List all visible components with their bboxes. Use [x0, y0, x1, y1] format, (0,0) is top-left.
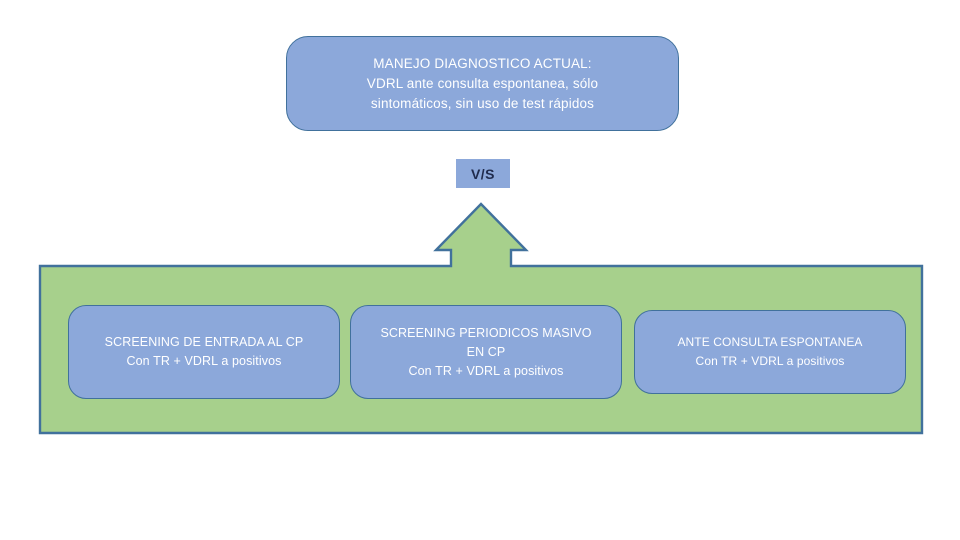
proposal-box-2-line-3: Con TR + VDRL a positivos [408, 363, 564, 378]
proposal-box-1-line-2: Con TR + VDRL a positivos [126, 354, 282, 368]
proposal-box-2-line-1: SCREENING PERIODICOS MASIVO [380, 325, 592, 340]
proposal-box-screening-periodicos[interactable]: SCREENING PERIODICOS MASIVO EN CP Con TR… [350, 305, 622, 399]
proposal-box-1-line-1: SCREENING DE ENTRADA AL CP [104, 335, 304, 349]
current-practice-line-1: MANEJO DIAGNOSTICO ACTUAL: [373, 55, 592, 71]
current-practice-line-2: VDRL ante consulta espontanea, sólo [366, 75, 599, 91]
proposal-box-2-line-2: EN CP [466, 344, 506, 359]
proposal-box-3-line-1: ANTE CONSULTA ESPONTANEA [677, 335, 863, 349]
versus-chip[interactable]: V/S [456, 159, 510, 188]
proposal-box-ante-consulta[interactable]: ANTE CONSULTA ESPONTANEA Con TR + VDRL a… [634, 310, 906, 394]
proposal-box-3-line-2: Con TR + VDRL a positivos [695, 354, 845, 368]
current-practice-box[interactable]: MANEJO DIAGNOSTICO ACTUAL: VDRL ante con… [286, 36, 679, 131]
proposal-box-screening-entrada[interactable]: SCREENING DE ENTRADA AL CP Con TR + VDRL… [68, 305, 340, 399]
versus-label: V/S [470, 165, 496, 182]
current-practice-line-3: sintomáticos, sin uso de test rápidos [370, 95, 595, 111]
